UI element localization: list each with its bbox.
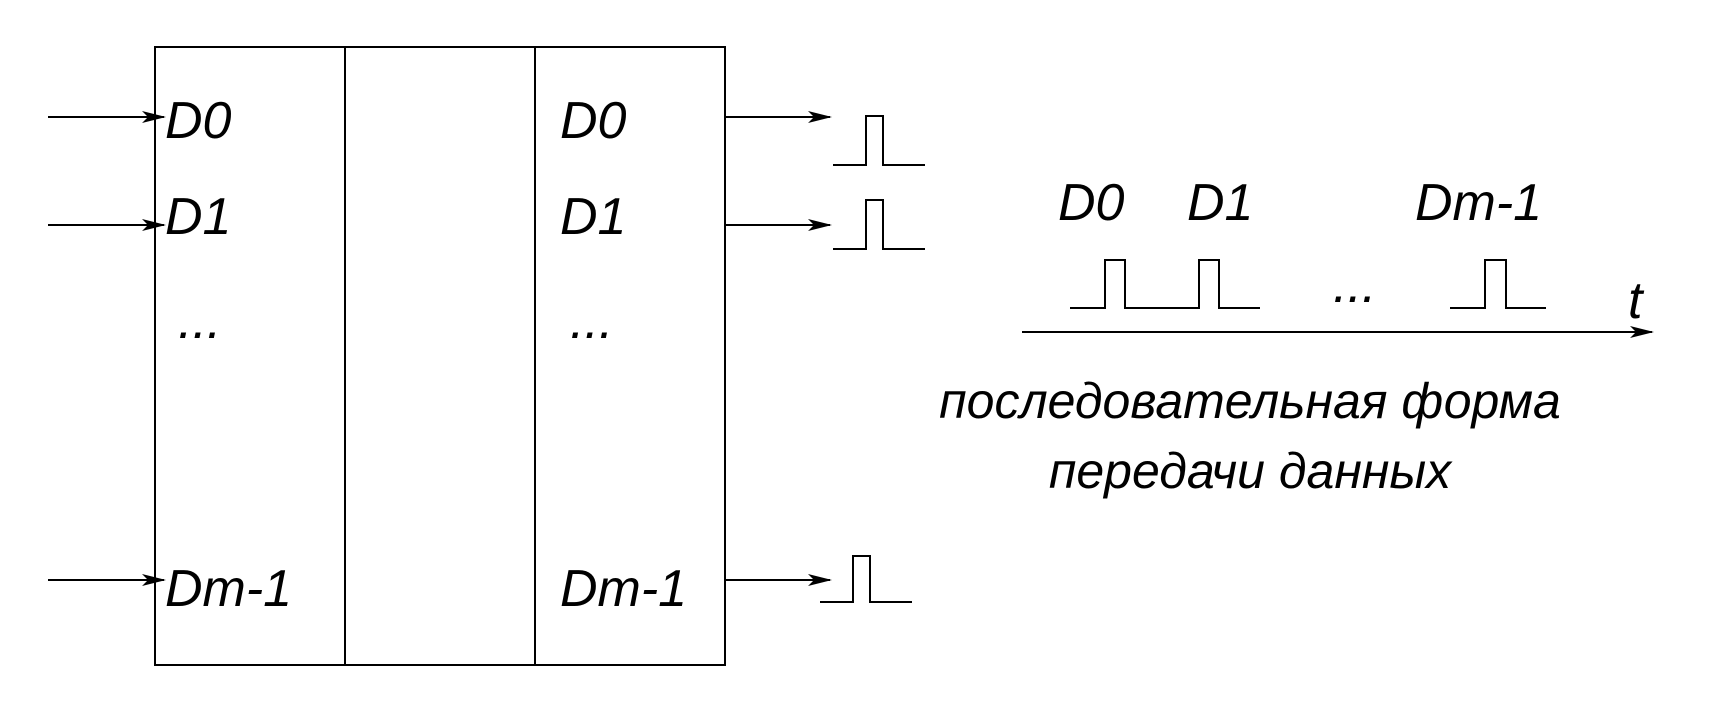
serial-pulse-train-1 xyxy=(1070,259,1260,309)
output-label-d1: D1 xyxy=(560,188,626,246)
time-axis-label: t xyxy=(1628,272,1645,330)
serial-label-d0: D0 xyxy=(1058,174,1125,232)
output-pulse-d1 xyxy=(833,199,925,250)
serial-label-d1: D1 xyxy=(1187,174,1253,232)
input-label-dm1: Dm-1 xyxy=(165,560,292,618)
output-label-d0: D0 xyxy=(560,92,627,150)
input-label-d0: D0 xyxy=(165,92,232,150)
serial-pulse-dm1 xyxy=(1450,259,1546,309)
output-pulse-dm1 xyxy=(820,555,912,603)
serial-ellipsis: ... xyxy=(1333,256,1376,314)
register-box xyxy=(154,46,726,666)
serial-label-dm1: Dm-1 xyxy=(1415,174,1542,232)
output-pulse-d0 xyxy=(833,115,925,166)
input-label-ellipsis: ... xyxy=(178,292,221,350)
input-label-d1: D1 xyxy=(165,188,231,246)
caption-line-1: последовательная форма xyxy=(939,373,1561,429)
output-label-dm1: Dm-1 xyxy=(560,560,687,618)
output-label-ellipsis: ... xyxy=(570,292,613,350)
caption-line-2: передачи данных xyxy=(1049,443,1453,499)
